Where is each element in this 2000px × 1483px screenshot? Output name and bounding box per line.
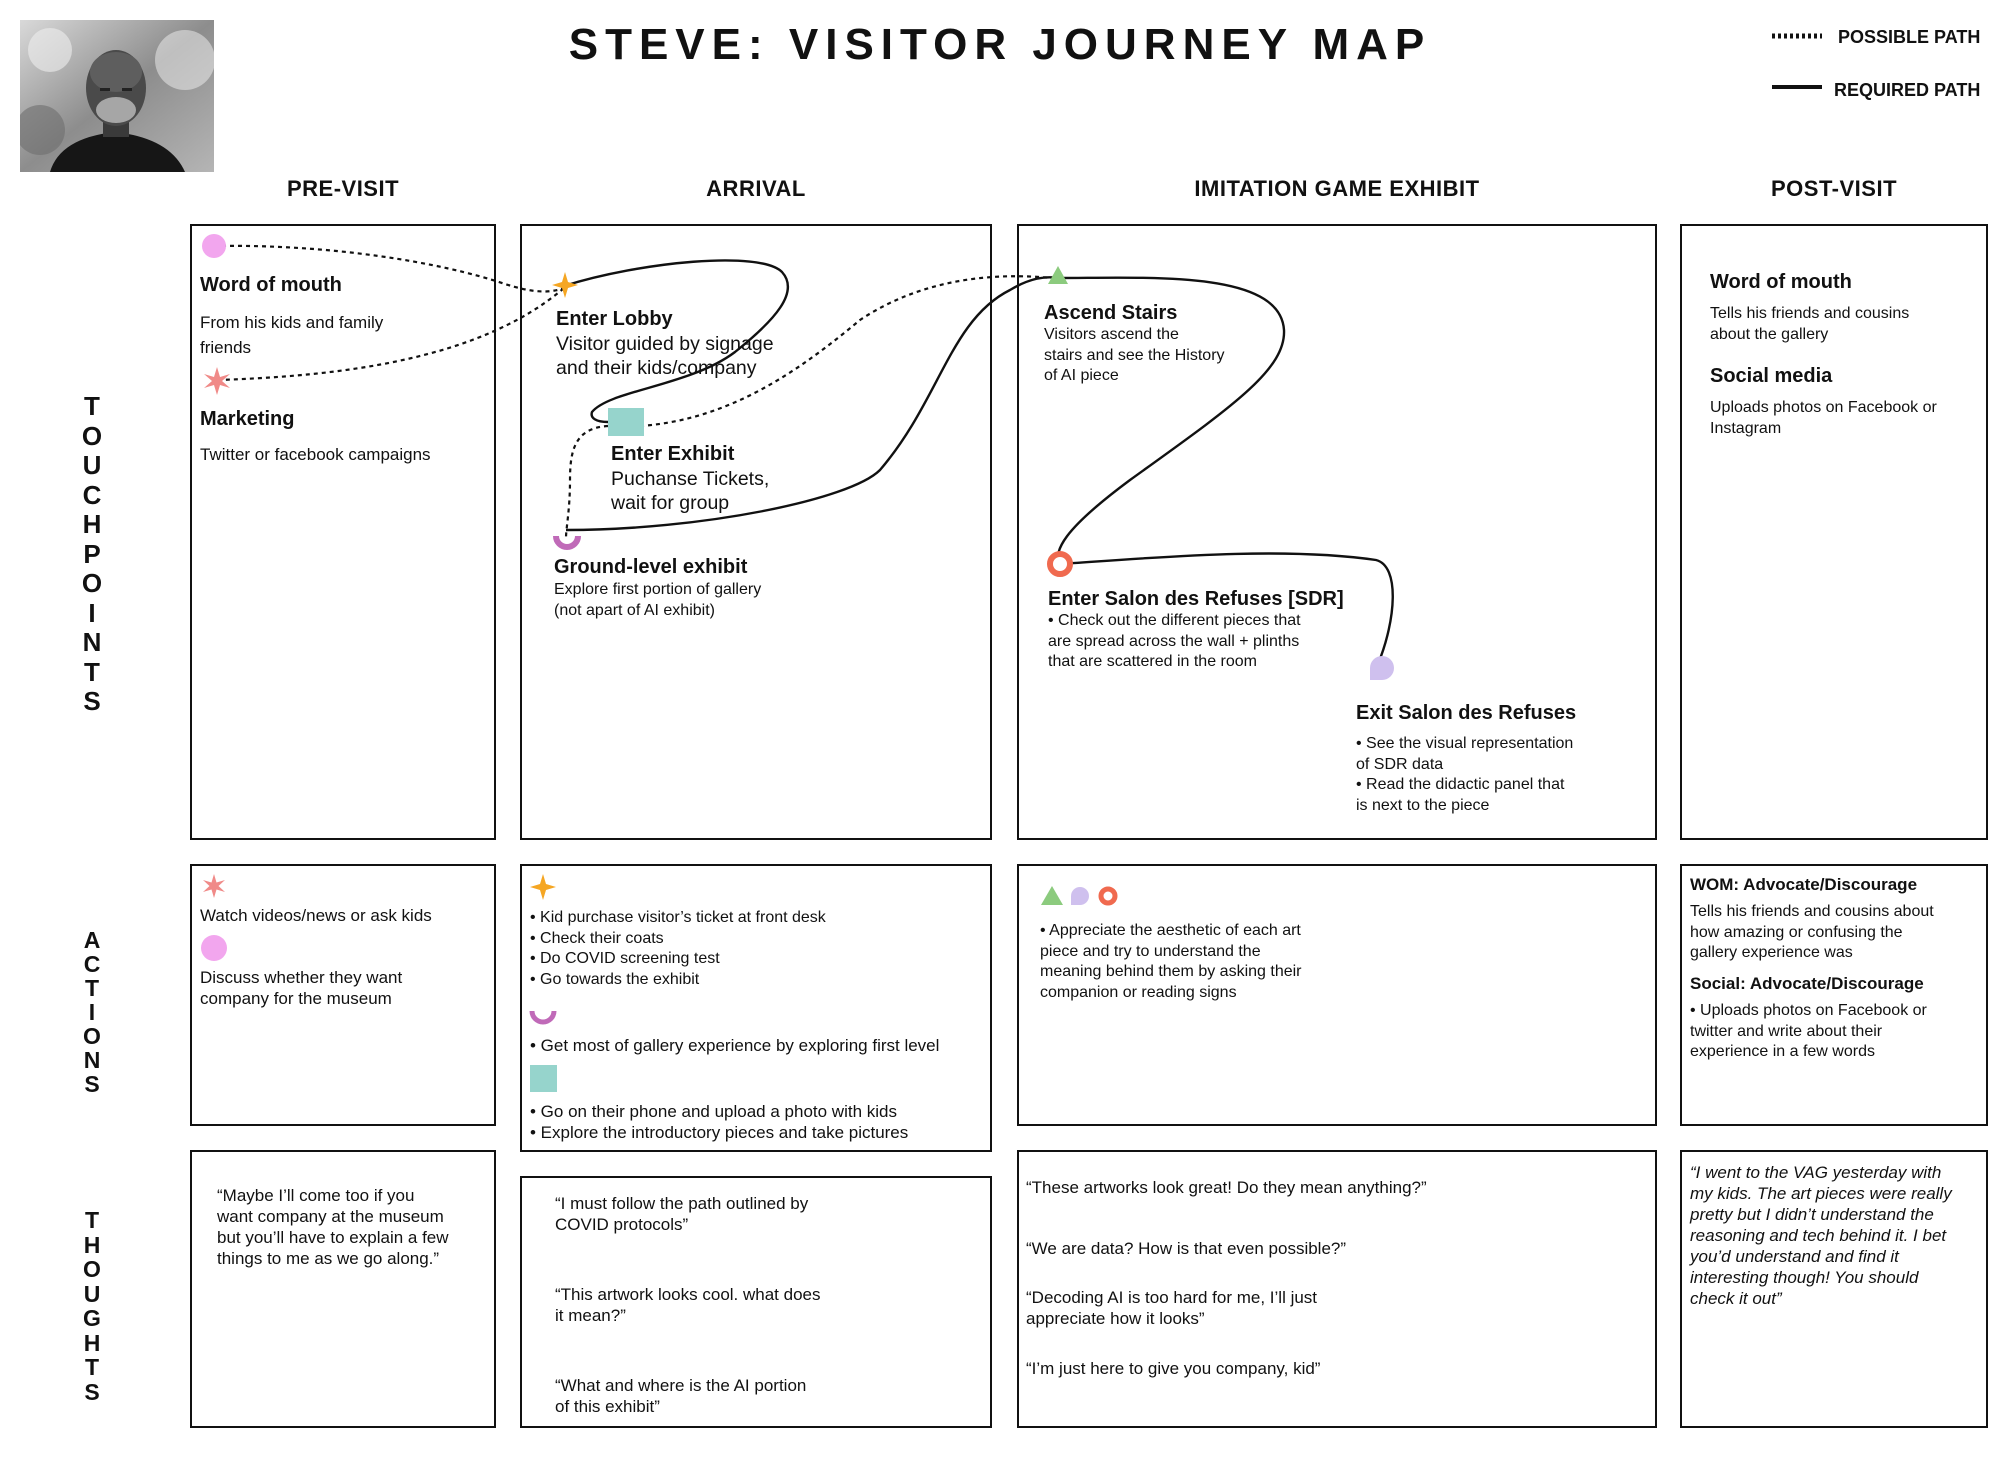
column-header-imitation-game: IMITATION GAME EXHIBIT xyxy=(1194,176,1480,201)
touchpoint-text-enter-lobby: Visitor guided by signage and their kids… xyxy=(556,333,774,379)
touchpoint-text-marketing: Twitter or facebook campaigns xyxy=(200,445,431,464)
magenta-arc-icon xyxy=(529,1010,557,1025)
column-header-arrival: ARRIVAL xyxy=(706,176,806,201)
touchpoint-title-enter-lobby: Enter Lobby xyxy=(556,308,673,330)
touchpoint-title-social-media: Social media xyxy=(1710,365,1833,387)
thoughts-pre-visit-box xyxy=(190,1150,496,1428)
lavender-drop-icon xyxy=(1071,887,1089,905)
thoughts-post-visit-box xyxy=(1680,1150,1988,1428)
actions-arrival-exhibit-list: • Go on their phone and upload a photo w… xyxy=(530,1102,909,1142)
touchpoint-title-ground-level: Ground-level exhibit xyxy=(554,556,748,578)
thought-imitation-great: “These artworks look great! Do they mean… xyxy=(1026,1178,1427,1197)
touchpoint-text-word-of-mouth: From his kids and family friends xyxy=(200,313,384,357)
teal-square-icon xyxy=(530,1065,557,1092)
persona-photo xyxy=(20,20,214,172)
thought-imitation-company: “I’m just here to give you company, kid” xyxy=(1026,1359,1321,1378)
pink-dot-icon xyxy=(201,935,227,961)
touchpoint-title-ascend-stairs: Ascend Stairs xyxy=(1044,302,1178,324)
actions-arrival-lobby-list: • Kid purchase visitor’s ticket at front… xyxy=(530,909,826,988)
legend-lines xyxy=(1772,33,1822,89)
actions-pre-visit-box xyxy=(190,864,496,1126)
thought-imitation-data: “We are data? How is that even possible?… xyxy=(1026,1239,1347,1258)
thought-arrival-artwork: “This artwork looks cool. what does it m… xyxy=(555,1285,821,1325)
green-triangle-icon xyxy=(1041,886,1063,905)
action-watch-videos: Watch videos/news or ask kids xyxy=(200,906,432,925)
action-title-wom-advocate: WOM: Advocate/Discourage xyxy=(1690,875,1918,894)
action-icons-imitation xyxy=(1041,886,1118,906)
page-title: STEVE: VISITOR JOURNEY MAP xyxy=(568,20,1432,69)
touchpoint-title-enter-sdr: Enter Salon des Refuses [SDR] xyxy=(1048,588,1344,610)
touchpoint-title-marketing: Marketing xyxy=(200,408,295,430)
action-text-wom-advocate: Tells his friends and cousins about how … xyxy=(1690,903,1934,961)
actions-imitation-text: • Appreciate the aesthetic of each art p… xyxy=(1040,922,1302,1001)
actions-imitation-box xyxy=(1017,864,1657,1126)
touchpoints-post-visit-box xyxy=(1680,224,1988,840)
actions-arrival-box xyxy=(520,864,992,1152)
thoughts-imitation-box xyxy=(1017,1150,1657,1428)
thoughts-arrival-box xyxy=(520,1176,992,1428)
touchpoint-title-exit-sdr: Exit Salon des Refuses xyxy=(1356,702,1577,724)
action-explore-first-level: • Get most of gallery experience by expl… xyxy=(530,1036,940,1055)
touchpoint-text-ascend-stairs: Visitors ascend the stairs and see the H… xyxy=(1044,326,1225,384)
legend-possible-path: POSSIBLE PATH xyxy=(1838,27,1981,47)
action-title-social-advocate: Social: Advocate/Discourage xyxy=(1690,974,1924,993)
touchpoint-text-enter-sdr: • Check out the different pieces that ar… xyxy=(1048,612,1301,670)
orange-star-icon xyxy=(530,874,556,900)
action-text-social-advocate: • Uploads photos on Facebook or twitter … xyxy=(1690,1002,1927,1060)
touchpoint-text-ground-level: Explore first portion of gallery (not ap… xyxy=(554,581,762,619)
touchpoint-title-word-of-mouth: Word of mouth xyxy=(200,274,342,296)
thought-imitation-decoding: “Decoding AI is too hard for me, I’ll ju… xyxy=(1026,1288,1318,1328)
touchpoint-title-post-word-of-mouth: Word of mouth xyxy=(1710,271,1852,293)
legend-required-path: REQUIRED PATH xyxy=(1834,80,1981,100)
thought-arrival-ai-portion: “What and where is the AI portion of thi… xyxy=(555,1376,807,1416)
touchpoint-text-social-media: Uploads photos on Facebook or Instagram xyxy=(1710,399,1937,437)
action-discuss-company: Discuss whether they want company for th… xyxy=(200,968,403,1008)
column-header-pre-visit: PRE-VISIT xyxy=(286,176,400,201)
red-ring-icon xyxy=(1098,886,1118,906)
thought-arrival-covid: “I must follow the path outlined by COVI… xyxy=(555,1194,809,1234)
touchpoint-title-enter-exhibit: Enter Exhibit xyxy=(611,443,735,465)
touchpoint-text-post-word-of-mouth: Tells his friends and cousins about the … xyxy=(1710,305,1910,343)
thought-post-visit: “I went to the VAG yesterday with my kid… xyxy=(1690,1163,1952,1308)
column-header-post-visit: POST-VISIT xyxy=(1770,176,1898,201)
touchpoint-text-exit-sdr: • See the visual representation of SDR d… xyxy=(1356,735,1574,814)
coral-star-icon xyxy=(203,874,225,898)
actions-post-visit-box xyxy=(1680,864,1988,1126)
touchpoint-text-enter-exhibit: Puchanse Tickets, wait for group xyxy=(611,468,770,514)
thought-pre-visit: “Maybe I’ll come too if you want company… xyxy=(217,1186,449,1268)
